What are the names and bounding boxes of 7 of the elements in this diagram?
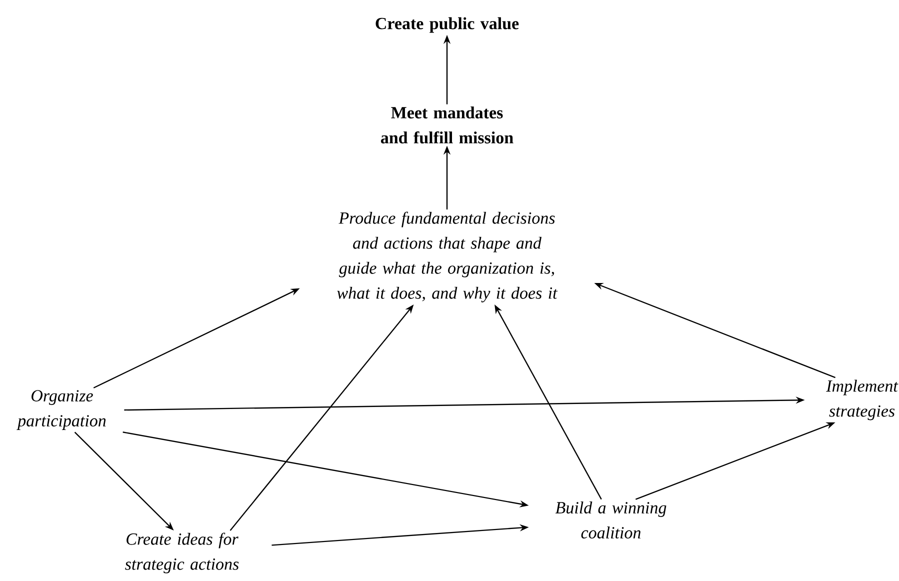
activity-text: Organize participation [16, 390, 106, 430]
activity-text: Implement strategies [826, 380, 898, 420]
heading-text: Create public value [376, 17, 519, 33]
activity-text: Build a winning coalition [555, 502, 666, 538]
activity-text: Create ideas for strategic actions [125, 532, 239, 574]
goal-text: Meet mandates and fulfill mission [380, 106, 514, 144]
outcome-text: Produce fundamental decisions and actions that shape and guide what the organization is, what it does, and why it does it [337, 212, 558, 302]
